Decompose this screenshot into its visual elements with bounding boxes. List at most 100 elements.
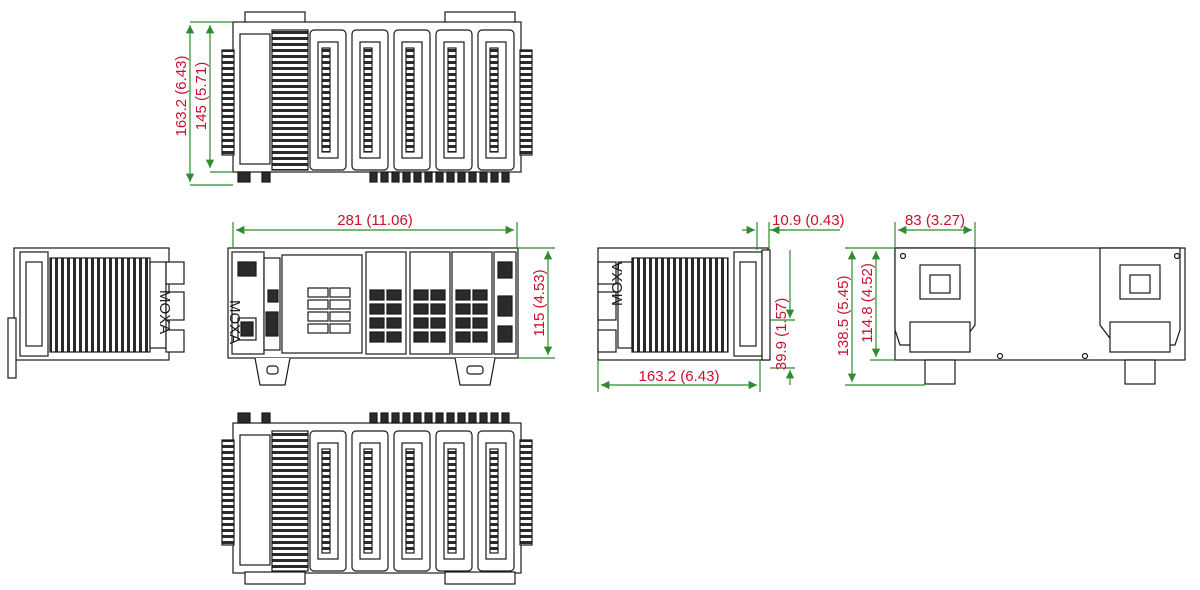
foot-slot (466, 365, 484, 375)
dim-rear-overall-height: 138.5 (5.45) (835, 276, 852, 357)
top-view (221, 11, 533, 183)
side-right-moxa-logo: MOXA (609, 262, 626, 306)
din-clip (237, 171, 251, 183)
din-clip (261, 171, 271, 183)
rj45-port (472, 289, 488, 301)
rj45-port (455, 289, 471, 301)
module-pins (363, 448, 373, 554)
dim-top-body-height: 145 (5.71) (193, 62, 210, 130)
rj45-port (413, 331, 429, 343)
dimension-labels: 163.2 (6.43) 145 (5.71) 281 (11.06) 115 … (173, 56, 965, 385)
rj45-port (455, 331, 471, 343)
sfp-port (329, 311, 351, 322)
module-pins (405, 47, 415, 153)
power-terminal (497, 325, 513, 343)
console-port (497, 295, 513, 317)
dim-rear-bracket-width: 83 (3.27) (905, 212, 965, 229)
sfp-port (307, 299, 329, 310)
antenna-connector (457, 171, 466, 183)
module-pins (405, 448, 415, 554)
antenna-connector (446, 412, 455, 424)
antenna-connector (435, 171, 444, 183)
module-pins (489, 47, 499, 153)
din-clip (237, 412, 251, 424)
rj45-port (472, 303, 488, 315)
antenna-connector (468, 171, 477, 183)
antenna-connector (424, 171, 433, 183)
antenna-connector (446, 171, 455, 183)
din-clip (261, 412, 271, 424)
cpu-heatsink (271, 430, 309, 572)
antenna-connector (380, 171, 389, 183)
antenna-connector (369, 412, 378, 424)
antenna-connector (457, 412, 466, 424)
rear-view (894, 247, 1186, 385)
rj45-port (430, 317, 446, 329)
rj45-port (472, 331, 488, 343)
dim-rear-body-height: 114.8 (4.52) (859, 263, 876, 343)
antenna-connector (468, 412, 477, 424)
dimension-lines (185, 21, 976, 392)
antenna-connector (413, 412, 422, 424)
side-left-moxa-logo: MOXA (156, 290, 173, 334)
rj45-port (386, 317, 402, 329)
rj45-port (386, 331, 402, 343)
rj45-port (369, 289, 385, 301)
antenna-connector (435, 412, 444, 424)
front-moxa-logo: MOXA (226, 300, 243, 344)
dim-front-height: 115 (4.53) (531, 269, 548, 336)
cpu-heatsink (271, 29, 309, 171)
rj45-port (430, 289, 446, 301)
antenna-connector (391, 412, 400, 424)
dim-side-small-height: 39.9 (1.57) (773, 298, 790, 371)
right-side-view (597, 247, 771, 361)
module-pins (321, 448, 331, 554)
rj45-port (369, 317, 385, 329)
antenna-connector (380, 412, 389, 424)
rj45-port (413, 317, 429, 329)
rj45-port (455, 317, 471, 329)
bottom-view (221, 412, 533, 585)
heatsink-cover (239, 434, 271, 566)
antenna-connector (490, 412, 499, 424)
dim-top-overall-height: 163.2 (6.43) (173, 56, 190, 137)
rj45-port (369, 303, 385, 315)
antenna-connector (369, 171, 378, 183)
dim-front-width: 281 (11.06) (337, 212, 413, 229)
module-pins (447, 448, 457, 554)
antenna-connector (501, 171, 510, 183)
module-pins (321, 47, 331, 153)
antenna-connector (402, 171, 411, 183)
rj45-port (386, 289, 402, 301)
rj45-port (386, 303, 402, 315)
heatsink-cover (239, 33, 271, 165)
sfp-port (329, 299, 351, 310)
antenna-connector (391, 171, 400, 183)
left-side-view (7, 247, 185, 379)
foot-slot (266, 365, 279, 375)
antenna-connector (479, 171, 488, 183)
sfp-port (307, 287, 329, 298)
sfp-port (329, 323, 351, 334)
antenna-connector (501, 412, 510, 424)
antenna-connector (413, 171, 422, 183)
module-pins (363, 47, 373, 153)
front-view (227, 247, 519, 386)
dim-side-offset: 10.9 (0.43) (772, 212, 845, 229)
antenna-connector (402, 412, 411, 424)
sfp-port (307, 311, 329, 322)
antenna-connector (490, 171, 499, 183)
sfp-port (329, 287, 351, 298)
module-pins (447, 47, 457, 153)
antenna-connector (479, 412, 488, 424)
power-terminal (497, 261, 513, 279)
sfp-port (307, 323, 329, 334)
rj45-port (430, 331, 446, 343)
rj45-port (472, 317, 488, 329)
rj45-port (413, 289, 429, 301)
dim-side-depth: 163.2 (6.43) (639, 368, 720, 385)
rj45-port (430, 303, 446, 315)
rj45-port (369, 331, 385, 343)
rj45-port (455, 303, 471, 315)
